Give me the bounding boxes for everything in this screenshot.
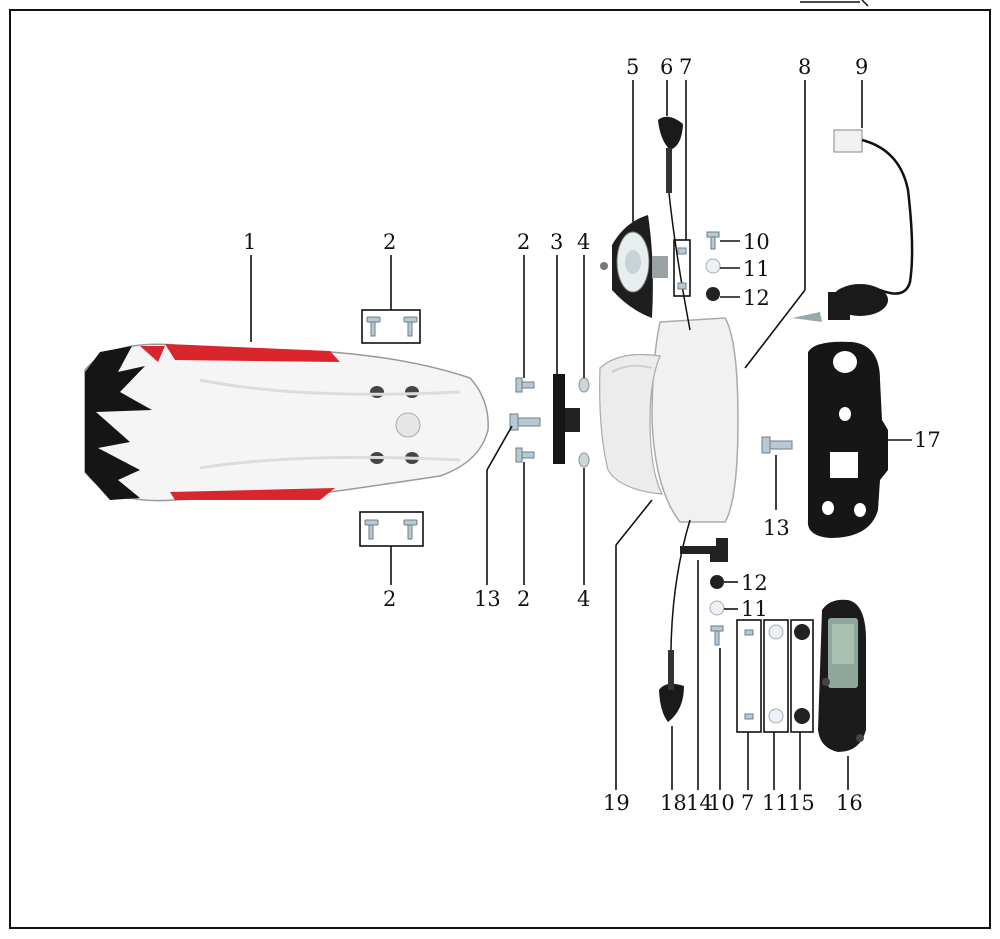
part-4-grommet — [578, 377, 590, 468]
part-17-gasket-plate — [807, 341, 888, 538]
callout-18: 18 — [660, 791, 687, 815]
part-5-headlight — [600, 215, 668, 318]
callout-11: 11 — [741, 597, 768, 621]
callout-7: 7 — [679, 55, 692, 79]
callout-19: 19 — [603, 791, 630, 815]
part-8-headlight-visor — [599, 317, 739, 523]
part-10-screw — [710, 625, 724, 646]
part-12-rubber-washer — [706, 287, 720, 301]
part-16-instrument-cluster — [818, 599, 866, 752]
part-3-bracket — [553, 374, 580, 464]
top-edge-mark — [800, 0, 869, 7]
screw-icon — [744, 629, 754, 720]
callout-10: 10 — [743, 230, 770, 254]
part-7-group-box-top — [673, 239, 691, 297]
callout-12: 12 — [741, 571, 768, 595]
callout-5: 5 — [626, 55, 639, 79]
callout-11: 11 — [743, 257, 770, 281]
part-6-turn-signal — [658, 116, 691, 331]
callout-2: 2 — [517, 587, 530, 611]
callout-12: 12 — [743, 286, 770, 310]
callout-2: 2 — [383, 587, 396, 611]
callout-labels: 1 2 2 2 2 3 4 4 13 5 6 7 8 9 10 11 12 17… — [243, 55, 941, 815]
callout-11: 11 — [762, 791, 789, 815]
bolt-icon — [366, 316, 418, 337]
screw-icon — [677, 247, 687, 290]
callout-13: 13 — [763, 516, 790, 540]
callout-15: 15 — [788, 791, 815, 815]
part-11-washer — [709, 600, 725, 616]
part-10-screw — [706, 231, 720, 250]
callout-2: 2 — [517, 230, 530, 254]
part-18-turn-signal — [659, 519, 691, 722]
callout-17: 17 — [914, 428, 941, 452]
callout-13: 13 — [474, 587, 501, 611]
callout-1: 1 — [243, 230, 256, 254]
washer-icon — [768, 624, 784, 724]
part-11-washer — [705, 258, 721, 274]
bolt-icon — [509, 377, 793, 463]
callout-6: 6 — [660, 55, 673, 79]
callout-4: 4 — [577, 230, 590, 254]
part-7-group-box-bottom — [736, 619, 762, 733]
callout-9: 9 — [855, 55, 868, 79]
part-14-cable-bracket — [680, 538, 728, 562]
part-9-ignition-switch — [792, 129, 914, 322]
callout-2: 2 — [383, 230, 396, 254]
diagram-frame — [9, 9, 991, 929]
part-15-group-box — [790, 619, 814, 733]
callout-3: 3 — [550, 230, 563, 254]
leader-lines — [250, 80, 912, 790]
callout-7: 7 — [741, 791, 754, 815]
callout-8: 8 — [798, 55, 811, 79]
callout-14: 14 — [686, 791, 713, 815]
rubber-washer-icon — [794, 624, 810, 724]
callout-16: 16 — [836, 791, 863, 815]
part-11-group-box — [763, 619, 789, 733]
part-1-front-fender — [84, 343, 489, 502]
part-12-rubber-washer — [710, 575, 724, 589]
bolt-icon — [364, 519, 418, 540]
callout-10: 10 — [708, 791, 735, 815]
callout-4: 4 — [577, 587, 590, 611]
